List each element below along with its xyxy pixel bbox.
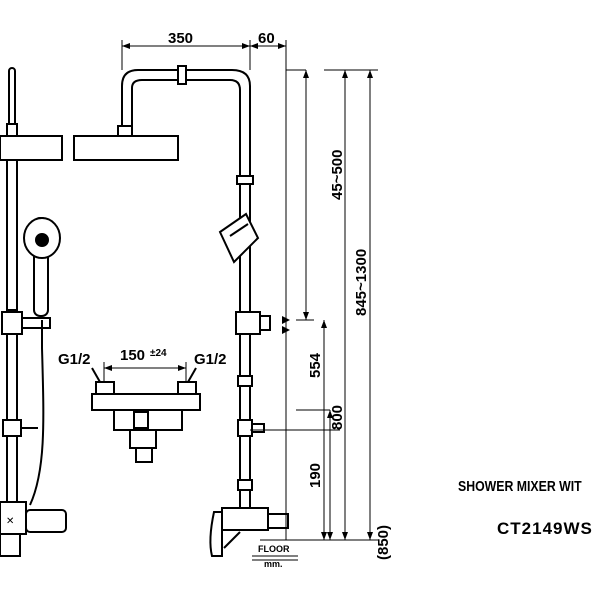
dim-rail-height: 554 — [307, 352, 324, 378]
dimension-arrows — [104, 43, 373, 540]
shower-head — [73, 125, 179, 161]
front-view — [121, 65, 289, 557]
dim-mixer-height: 800 — [329, 405, 346, 430]
dim-arm-width: 350 — [168, 30, 193, 47]
floor-unit-label: mm. — [264, 559, 283, 569]
svg-text:✕: ✕ — [6, 516, 14, 527]
dim-inlet-left: G1/2 — [58, 351, 91, 368]
dim-total-height: 845~1300 — [353, 249, 370, 316]
dim-inlet-right: G1/2 — [194, 351, 227, 368]
model-code: CT2149WS — [497, 519, 593, 538]
floor-label: FLOOR — [258, 544, 290, 554]
mixer-valve — [91, 367, 201, 463]
side-view: ✕ — [0, 67, 67, 557]
dim-floor-ref: (850) — [375, 525, 392, 560]
product-name: SHOWER MIXER WIT — [458, 478, 582, 495]
dim-outlet-height: 190 — [307, 463, 324, 488]
dim-inlet-spacing: 150 — [120, 347, 145, 364]
dim-inlet-tolerance: ±24 — [150, 348, 167, 359]
dimension-lines — [103, 40, 378, 561]
dim-offset: 60 — [258, 30, 275, 47]
dim-adjust-range: 45~500 — [329, 150, 346, 200]
